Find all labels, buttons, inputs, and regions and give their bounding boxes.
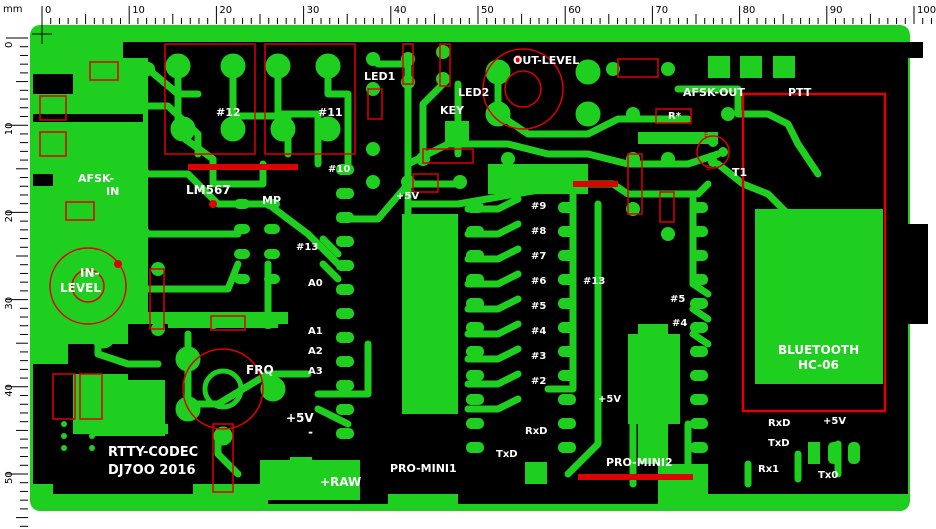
label-pin5-right: #5 [670,294,685,305]
label-afsk-in-2: IN [106,185,119,198]
label-pin4: #4 [531,326,546,337]
label-key: KEY [440,104,465,117]
label-out-level: OUT-LEVEL [513,54,579,67]
ruler-top-label: 60 [568,5,581,16]
pin-header-promini-center [466,202,576,453]
ruler-top-label: 50 [481,5,494,16]
label-plus5v-bottom: +5V [598,394,621,405]
label-plus5v-right: +5V [823,416,846,427]
ruler-top-label: 0 [45,5,51,16]
label-hc06: HC-06 [798,358,839,372]
pin-header-promini2-right [690,202,860,464]
label-a2: A2 [308,346,323,357]
ruler-top-label: 10 [132,5,145,16]
label-afsk-in-1: AFSK- [78,172,114,185]
ruler-left-label: 40 [4,384,15,397]
label-pin7: #7 [531,251,546,262]
label-pin5: #5 [531,301,546,312]
component-outlines [39,43,887,493]
label-minus: - [308,425,313,439]
label-in-level-1: IN- [80,266,100,280]
label-tx0: Tx0 [818,470,838,481]
label-pin9: #9 [531,201,546,212]
label-pin6: #6 [531,276,546,287]
ruler-top-label: 20 [219,5,232,16]
label-plus5v-mid: +5V [396,191,419,202]
silkscreen-labels: AFSK- IN IN- LEVEL LM567 MP #12 #11 #10 … [60,54,859,489]
label-pin4-right: #4 [672,318,687,329]
pin-header-promini1-left [336,164,354,439]
label-raw: +RAW [320,475,361,489]
label-plus5v-left: +5V [286,411,314,425]
pcb-canvas[interactable]: AFSK- IN IN- LEVEL LM567 MP #12 #11 #10 … [28,24,936,529]
copper-bridges [188,164,693,480]
label-afsk-out: AFSK-OUT [683,86,745,99]
label-ptt: PTT [788,86,812,99]
label-b: B [706,164,711,172]
ruler-left-label: 30 [4,297,15,310]
label-hash10: #10 [328,164,350,175]
crosshair-cursor-icon [32,24,52,44]
ruler-unit-label: mm [3,4,23,15]
label-in-level-2: LEVEL [60,281,101,295]
label-pin13-mid: #13 [583,276,605,287]
test-points [61,421,95,451]
label-hash12: #12 [216,106,241,119]
label-dj7oo: DJ7OO 2016 [108,463,195,478]
ruler-left-label: 50 [4,471,15,484]
trimmer-pots [49,48,564,430]
ruler-top-label: 70 [655,5,668,16]
label-txd-right: TxD [768,438,790,449]
label-hash11: #11 [318,106,343,119]
ruler-top-label: 90 [830,5,843,16]
pin-row-mp [234,199,280,284]
label-rxd-mid: RxD [525,426,547,437]
ruler-left-label: 20 [4,210,15,223]
label-lm567: LM567 [186,183,231,197]
square-pads [75,56,820,484]
label-frq: FRQ [246,363,274,377]
label-pin3: #3 [531,351,546,362]
ruler-top-label: 100 [917,5,936,16]
ruler-left-ticks: 0 10 20 30 40 50 [4,37,28,527]
label-rtty-codec: RTTY-CODEC [108,445,198,460]
label-e: E [704,131,708,139]
label-a3: A3 [308,366,323,377]
pads [63,53,601,446]
copper-pour-blocks [93,209,883,500]
label-mp: MP [262,194,281,207]
ruler-top-label: 30 [307,5,320,16]
label-pin2: #2 [531,376,546,387]
label-a0: A0 [308,278,323,289]
label-rxd-right: RxD [768,418,790,429]
label-pro-mini1: PRO-MINI1 [390,462,457,475]
ruler-top-ticks: 0 10 20 30 40 50 60 70 80 90 100 [41,5,936,24]
label-pin8: #8 [531,226,546,237]
label-pro-mini2: PRO-MINI2 [606,456,673,469]
pcb-layout: AFSK- IN IN- LEVEL LM567 MP #12 #11 #10 … [30,24,928,511]
label-txd-mid: TxD [496,449,518,460]
label-led2: LED2 [458,86,489,99]
label-rx1: Rx1 [758,464,779,475]
marker-dots [114,55,522,268]
ruler-top-label: 40 [394,5,407,16]
label-t1: T1 [732,166,747,179]
ruler-top-label: 80 [743,5,756,16]
ruler-left-label: 0 [4,42,15,48]
label-bluetooth: BLUETOOTH [778,343,859,357]
label-led1: LED1 [364,70,395,83]
label-hash13-left: #13 [296,242,318,253]
ruler-left-label: 10 [4,122,15,135]
label-a1: A1 [308,326,323,337]
label-r-star: R* [668,111,682,122]
